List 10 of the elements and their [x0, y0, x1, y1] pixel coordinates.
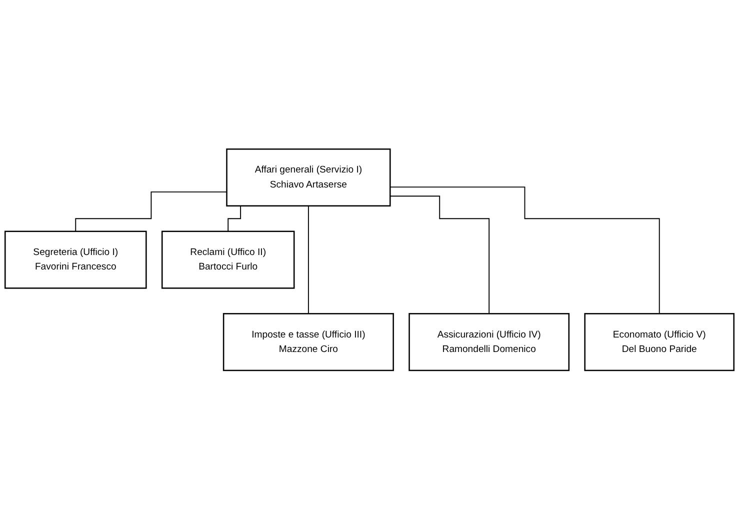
node-box: Assicurazioni (Ufficio IV) Ramondelli Domenico [408, 313, 570, 372]
connector [390, 186, 660, 314]
node-box: Economato (Ufficio V) Del Buono Paride [584, 313, 735, 372]
connector [75, 192, 228, 232]
node-box: Segreteria (Ufficio I) Favorini Francesco [4, 230, 147, 290]
node-box: Reclami (Uffico II) Bartocci Furlo [161, 230, 295, 290]
node-box: Affari generali (Servizio I) Schiavo Artaserse [226, 148, 391, 207]
connector [308, 206, 309, 314]
connector [390, 196, 490, 314]
node-box: Imposte e tasse (Ufficio III) Mazzone Ciro [222, 313, 394, 372]
